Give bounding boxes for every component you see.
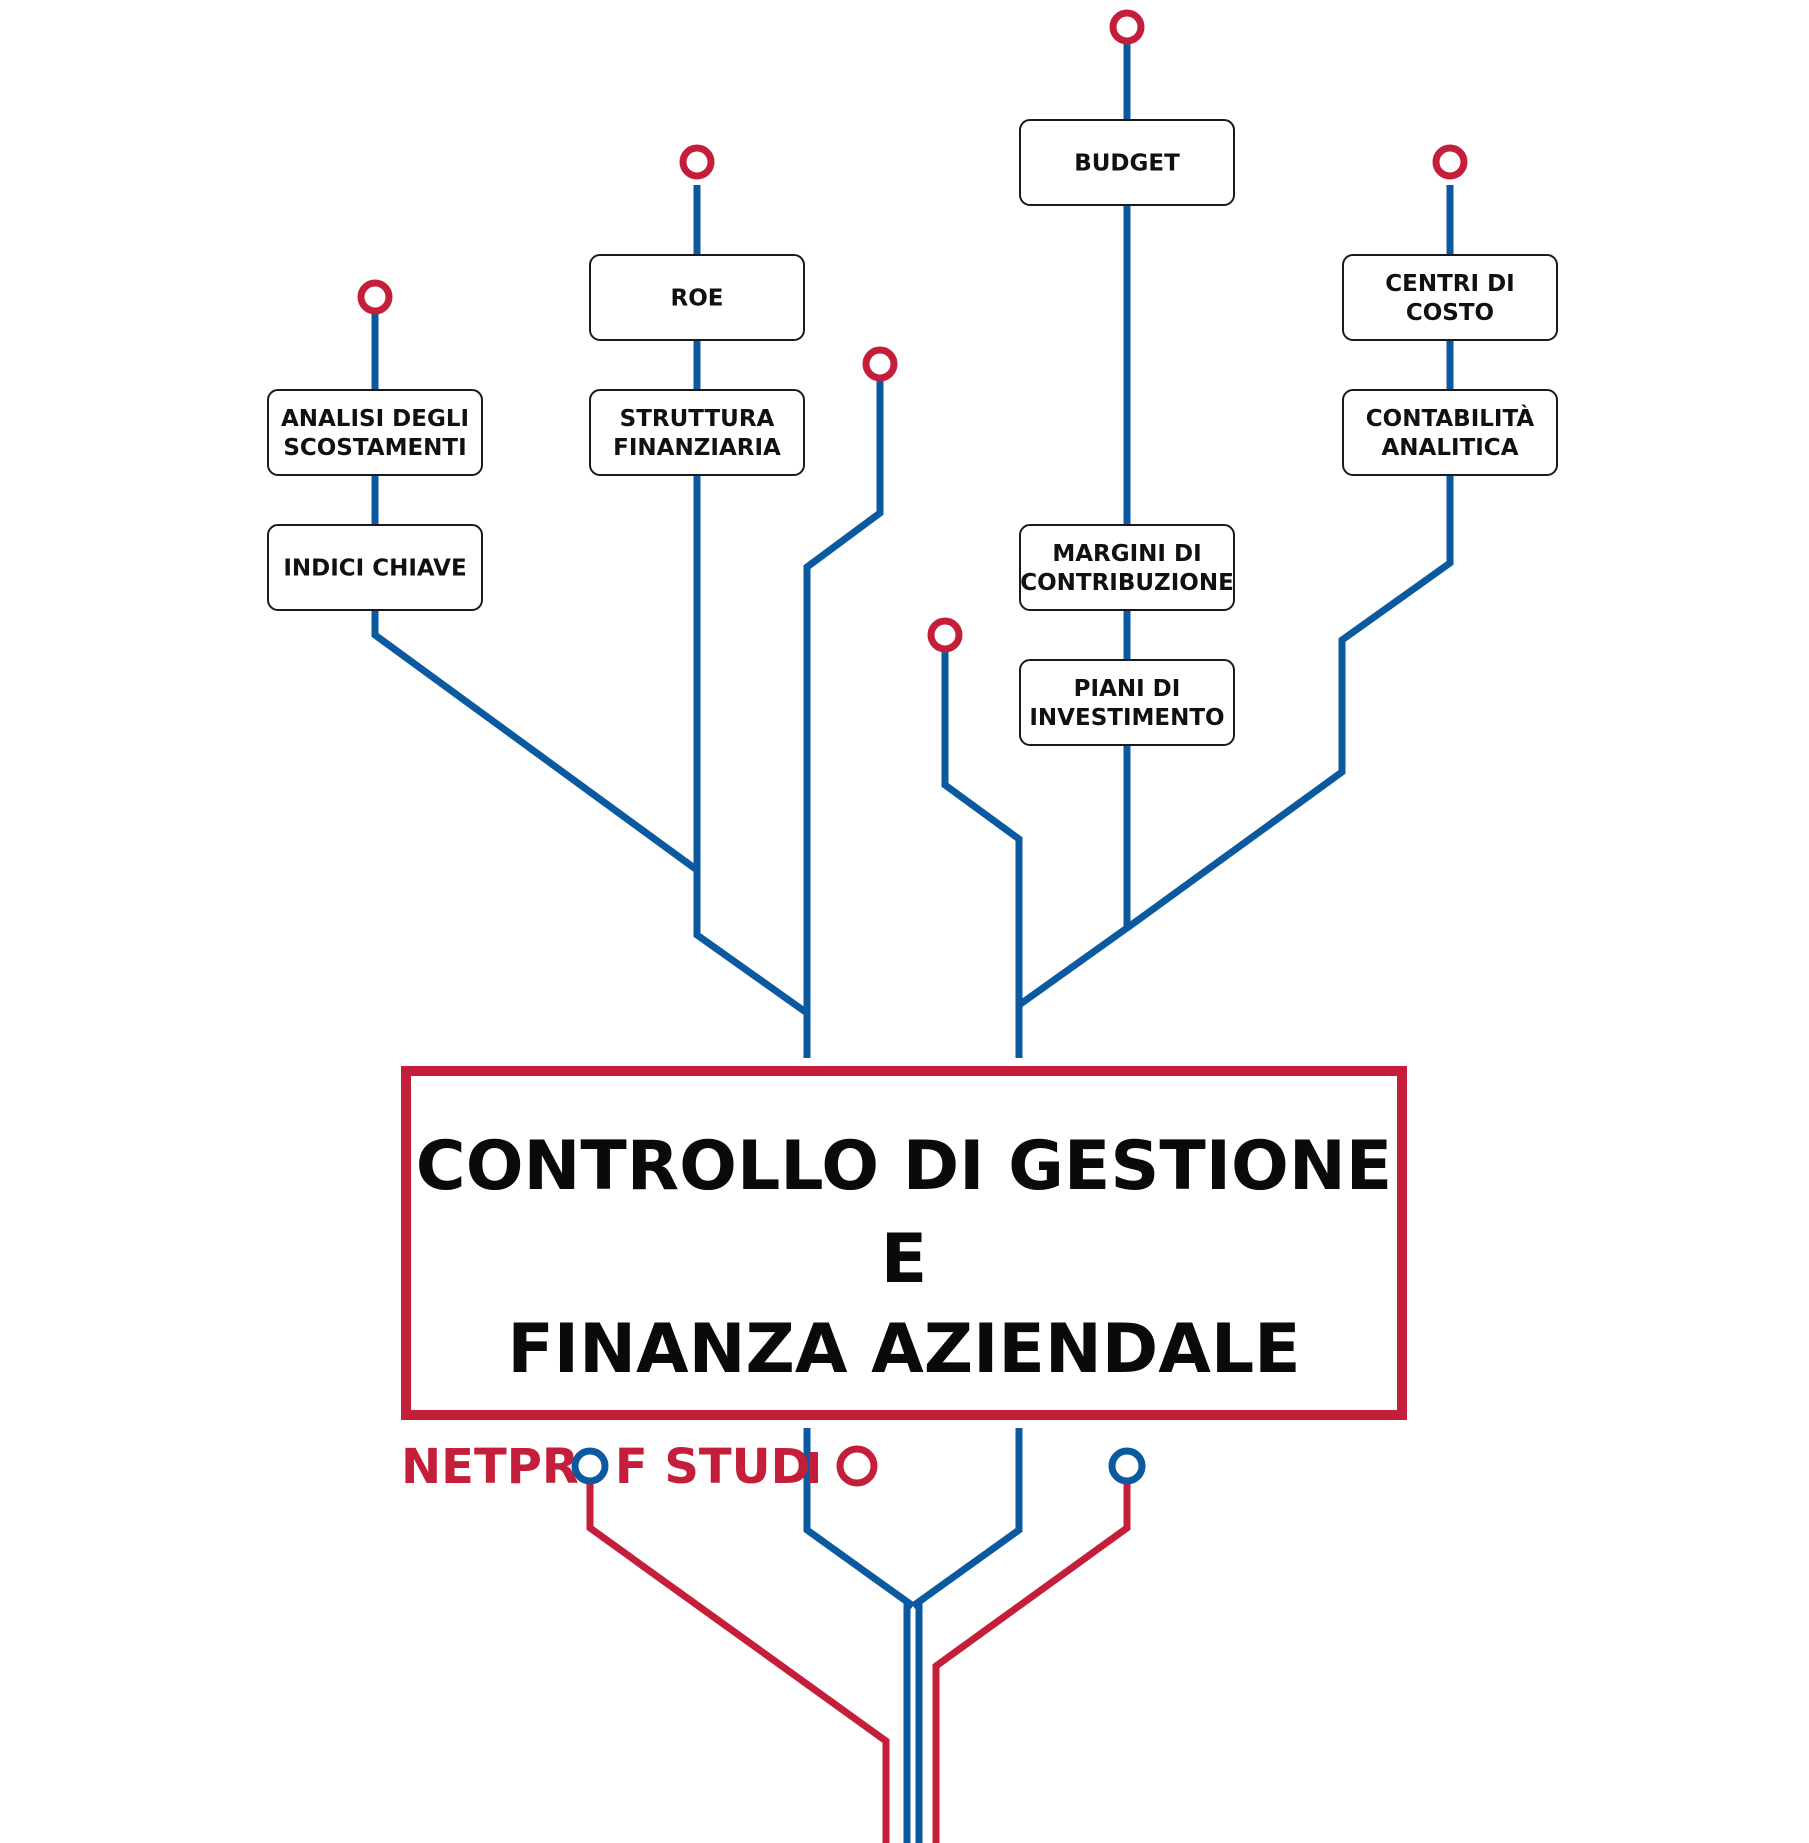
node-label-line: PIANI DI — [1074, 676, 1181, 702]
node-label-line: ANALITICA — [1382, 435, 1519, 461]
node-box-frame — [1019, 659, 1235, 746]
title-line-1: CONTROLLO DI GESTIONE — [416, 1127, 1392, 1206]
node-label-line: MARGINI DI — [1052, 541, 1201, 567]
node-budget: BUDGET — [1019, 119, 1235, 206]
main-title-box: CONTROLLO DI GESTIONE E FINANZA AZIENDAL… — [401, 1066, 1407, 1420]
brand-o-blue-circle — [571, 1447, 609, 1485]
end-circle-budget — [1109, 9, 1145, 45]
brand-text: NETPR F STUD — [401, 1439, 810, 1495]
brand-letter-i-stem — [809, 1452, 818, 1483]
end-circle-right-branch — [927, 617, 963, 653]
node-margini-di-contribuzione: MARGINI DI CONTRIBUZIONE — [1019, 524, 1235, 611]
node-box-frame — [267, 524, 483, 611]
node-struttura-finanziaria: STRUTTURA FINANZIARIA — [589, 389, 805, 476]
lower-blue-lines — [803, 1428, 1023, 1843]
node-label-line: CONTABILITÀ — [1366, 404, 1535, 432]
lower-end-circle-right — [1108, 1447, 1146, 1485]
node-label-line: STRUTTURA — [620, 406, 775, 432]
node-box-frame — [1342, 254, 1558, 341]
brand-text-part1: NETPR — [401, 1439, 579, 1495]
end-circle-analisi — [357, 279, 393, 315]
connector-right-circle-branch — [941, 647, 1023, 1005]
node-roe: ROE — [589, 254, 805, 341]
node-box-frame — [589, 254, 805, 341]
node-box-frame — [1019, 119, 1235, 206]
node-indici-chiave: INDICI CHIAVE — [267, 524, 483, 611]
connector-right-trunk — [1015, 40, 1131, 1058]
lower-blue-left — [803, 1428, 916, 1609]
node-label-line: ROE — [671, 286, 724, 312]
node-box-frame — [589, 389, 805, 476]
node-boxes: BUDGET ROE CENTRI DI COSTO ANALISI DEGLI SCOS… — [267, 119, 1558, 746]
node-label-line: FINANZIARIA — [613, 435, 781, 461]
lower-red-right — [932, 1481, 1131, 1843]
node-centri-di-costo: CENTRI DI COSTO — [1342, 254, 1558, 341]
brand-text-part2: F STUD — [615, 1439, 811, 1495]
end-circle-left-branch — [862, 346, 898, 382]
title-line-3: FINANZA AZIENDALE — [507, 1310, 1300, 1389]
node-label-line: INDICI CHIAVE — [283, 556, 466, 582]
node-contabilita-analitica: CONTABILITÀ ANALITICA — [1342, 389, 1558, 476]
node-piani-di-investimento: PIANI DI INVESTIMENTO — [1019, 659, 1235, 746]
brand-logo: NETPR F STUD — [401, 1439, 878, 1495]
node-box-frame — [1019, 524, 1235, 611]
brand-final-o-circle — [836, 1445, 878, 1487]
node-label-line: BUDGET — [1074, 151, 1180, 177]
upper-end-circles — [357, 9, 1468, 653]
connector-left-trunk — [693, 185, 811, 1058]
lower-red-lines — [586, 1481, 1131, 1843]
node-label-line: INVESTIMENTO — [1029, 705, 1224, 731]
lower-blue-right — [910, 1428, 1023, 1609]
title-line-2: E — [881, 1220, 927, 1299]
node-box-frame — [267, 389, 483, 476]
node-label-line: CENTRI DI — [1385, 271, 1514, 297]
node-label-line: SCOSTAMENTI — [283, 435, 466, 461]
node-label-line: ANALISI DEGLI — [281, 406, 469, 432]
connector-left-circle-branch — [803, 376, 884, 1013]
end-circle-centri-di-costo — [1432, 144, 1468, 180]
node-label-line: COSTO — [1406, 300, 1494, 326]
lower-red-left — [586, 1481, 890, 1843]
node-box-frame — [1342, 389, 1558, 476]
node-label-line: CONTRIBUZIONE — [1020, 570, 1234, 596]
end-circle-roe — [679, 144, 715, 180]
node-analisi-degli-scostamenti: ANALISI DEGLI SCOSTAMENTI — [267, 389, 483, 476]
upper-connector-lines — [371, 40, 1454, 1058]
